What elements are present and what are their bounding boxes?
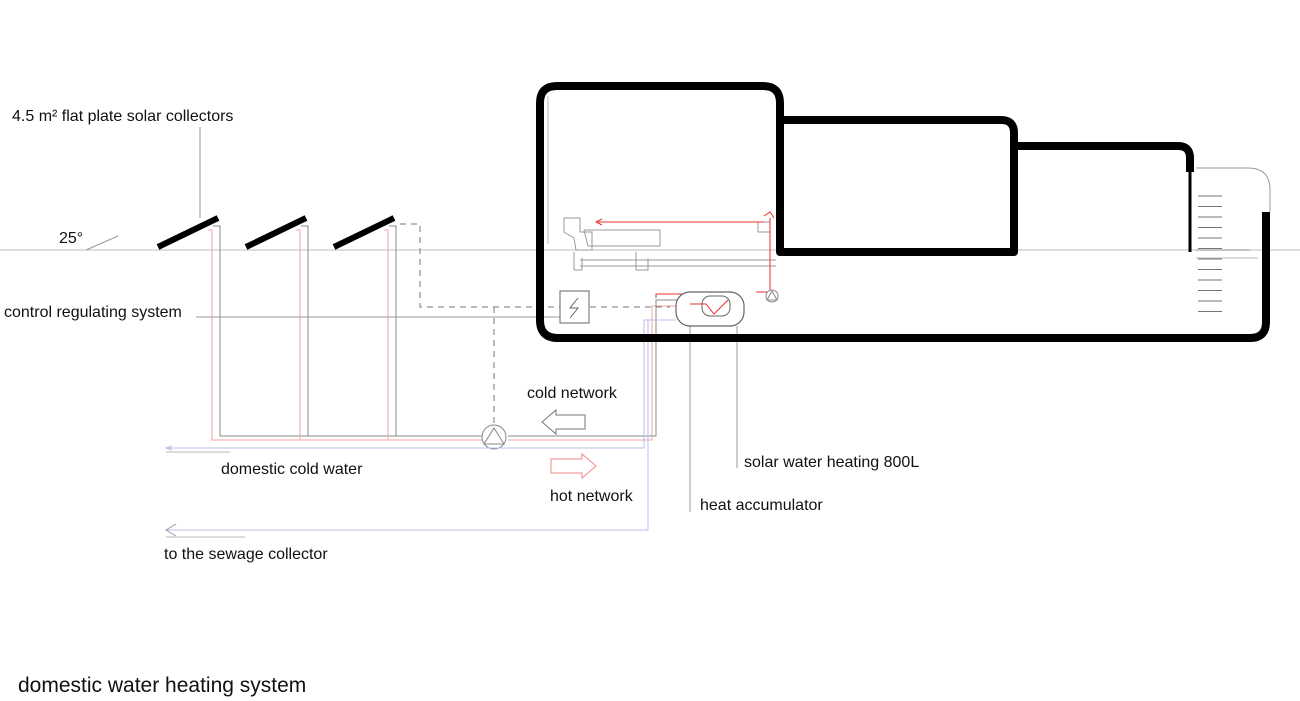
solar-collector-3 <box>332 215 396 250</box>
angle-label: 25° <box>59 230 84 247</box>
accumulator-label: heat accumulator <box>700 497 823 514</box>
tank-pump <box>765 289 779 303</box>
cold-network-arrow <box>541 408 586 436</box>
circulation-pump <box>481 424 507 450</box>
domestic-cold-pipes <box>164 319 676 453</box>
facade-louvers <box>1188 167 1271 259</box>
control-label: control regulating system <box>4 304 182 321</box>
solar-heating-label: solar water heating 800L <box>744 454 920 471</box>
sewage-pipe <box>165 320 649 538</box>
electric-control-box <box>559 290 590 324</box>
louver-marks <box>1198 195 1222 312</box>
diagram-title: domestic water heating system <box>18 674 307 697</box>
angle-indicator <box>85 235 119 251</box>
interior-hot-pipes <box>594 211 775 293</box>
collectors-label: 4.5 m² flat plate solar collectors <box>12 108 234 125</box>
collector-pipes <box>208 225 700 441</box>
solar-collector-1 <box>156 215 220 250</box>
bathroom-fixtures <box>563 217 776 271</box>
hot-network-arrow <box>550 452 597 480</box>
solar-water-tank <box>675 291 745 327</box>
sewage-label: to the sewage collector <box>164 546 328 563</box>
hot-network-label: hot network <box>550 488 633 505</box>
control-dashed-line <box>400 223 670 425</box>
domestic-cold-label: domestic cold water <box>221 461 363 478</box>
solar-collector-2 <box>244 215 308 250</box>
cold-network-label: cold network <box>527 385 617 402</box>
building-section <box>536 82 1270 342</box>
